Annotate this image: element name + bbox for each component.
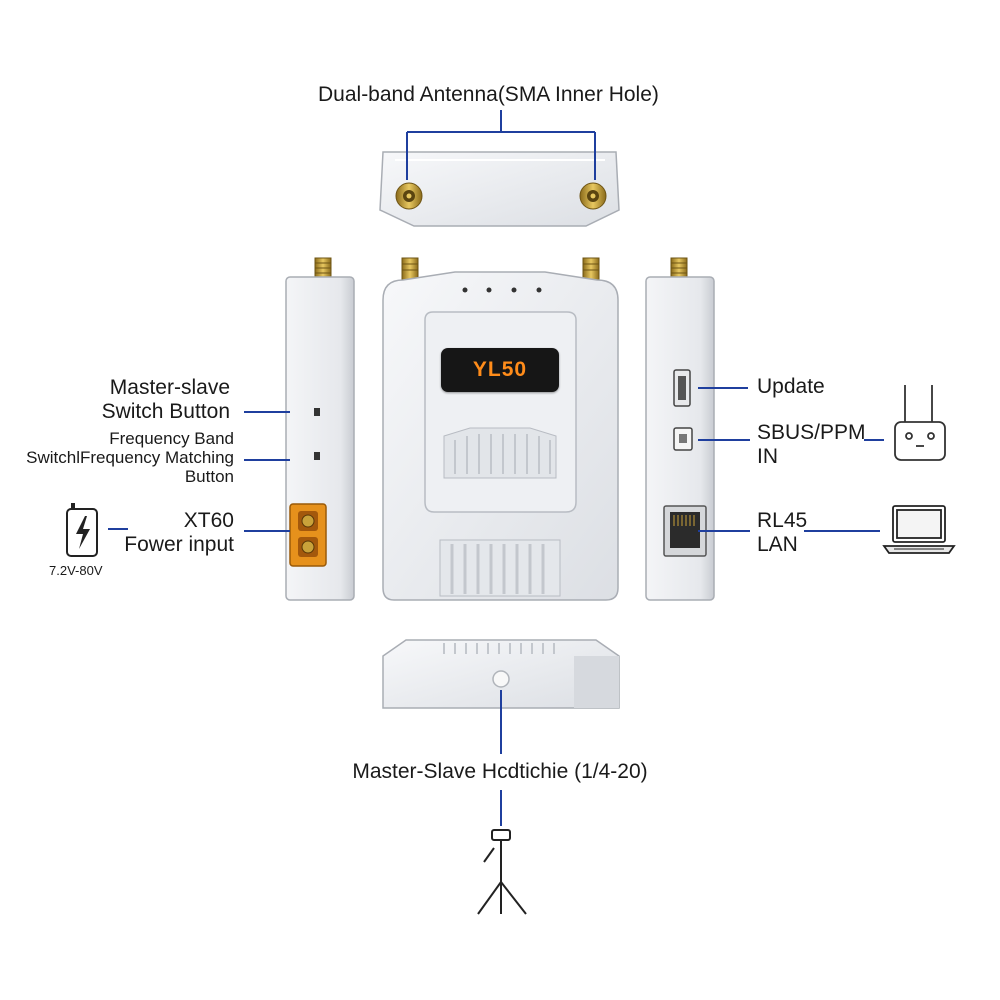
- antenna-stub-right-side: [670, 257, 688, 279]
- antenna-stub-front-left: [401, 257, 419, 281]
- frequency-band-label: Frequency Band SwitchlFrequency Matching…: [26, 429, 234, 486]
- right-side-view: [645, 257, 715, 601]
- device-display: YL50: [441, 348, 559, 392]
- sbus-label: SBUS/PPM IN: [757, 421, 866, 468]
- mount-hole: [492, 670, 510, 688]
- lan-label: RL45 LAN: [757, 509, 807, 556]
- laptop-icon: [882, 505, 956, 554]
- xt60-connector: [289, 503, 327, 567]
- frequency-band-line-1: Frequency Band: [109, 429, 234, 448]
- master-slave-label: Master-slave Switch Button: [102, 376, 230, 423]
- antenna-label: Dual-band Antenna(SMA Inner Hole): [318, 83, 659, 106]
- power-label: XT60 Fower input: [124, 509, 234, 556]
- update-label: Update: [757, 375, 825, 398]
- frequency-button: [314, 452, 320, 460]
- sma-connector-left: [395, 182, 423, 210]
- lan-line-1: RL45: [757, 509, 808, 532]
- battery-icon: [66, 503, 98, 557]
- lan-line-2: LAN: [757, 532, 798, 556]
- voltage-label: 7.2V-80V: [49, 563, 103, 578]
- remote-controller-icon: [894, 385, 946, 461]
- sbus-line-1: SBUS/PPM: [757, 421, 866, 444]
- device-model-label: YL50: [472, 358, 528, 381]
- sma-connector-right: [579, 182, 607, 210]
- power-line-1: XT60: [183, 509, 234, 532]
- power-line-2: Fower input: [124, 532, 234, 556]
- bottom-mount-label: Master-Slave Hcdtichie (1/4-20): [352, 760, 648, 783]
- top-view: [379, 151, 620, 227]
- frequency-band-line-3: Button: [184, 467, 234, 487]
- right-leader-lines: [698, 387, 884, 532]
- bottom-view: [382, 639, 620, 709]
- left-leader-lines: [108, 411, 290, 532]
- master-slave-line-2: Switch Button: [101, 399, 230, 423]
- antenna-stub-front-right: [582, 257, 600, 281]
- tripod-icon: [477, 829, 527, 915]
- master-slave-line-1: Master-slave: [109, 376, 230, 399]
- left-side-view: [285, 257, 355, 601]
- master-slave-button: [314, 408, 320, 416]
- antenna-leader-lines: [406, 110, 596, 180]
- antenna-stub-left-side: [314, 257, 332, 279]
- front-view: [382, 257, 619, 601]
- sbus-line-2: IN: [757, 444, 778, 468]
- frequency-band-line-2: SwitchlFrequency Matching: [26, 448, 234, 468]
